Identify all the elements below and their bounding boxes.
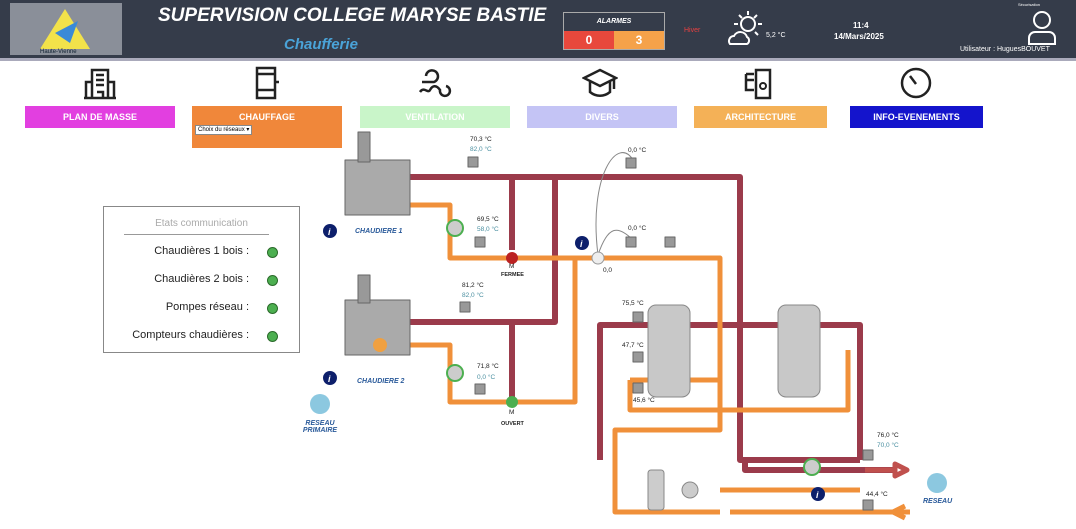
- nav-divers[interactable]: DIVERS: [527, 106, 677, 128]
- server-icon[interactable]: [740, 66, 780, 102]
- hot-pipes: [410, 174, 895, 473]
- valve-2-open: [506, 396, 518, 408]
- svg-text:i: i: [580, 239, 583, 249]
- valve-1-m: M: [509, 263, 515, 270]
- temp-setpoint: 82,0 °C: [470, 146, 492, 153]
- panel-title: Etats communication: [155, 218, 248, 229]
- boiler-1: [344, 131, 411, 216]
- temp-setpoint: 82,0 °C: [462, 292, 484, 299]
- user-role: Sécurisation: [1018, 2, 1041, 7]
- temp-value: 0,0 °C: [628, 147, 647, 154]
- outdoor-temp: 5,2 °C: [766, 32, 786, 39]
- comm-item: Chaudières 2 bois :: [154, 273, 249, 285]
- status-led: [267, 303, 278, 314]
- boiler-2-label[interactable]: CHAUDIERE 2: [357, 378, 405, 385]
- pump-boiler-1: [446, 219, 464, 237]
- user-icon[interactable]: [1026, 10, 1058, 46]
- return-arrow: [730, 503, 910, 521]
- alarm-red-count[interactable]: 0: [564, 31, 614, 49]
- network-icon: [927, 473, 947, 493]
- valve-1-closed: [506, 252, 518, 264]
- nav-architecture[interactable]: ARCHITECTURE: [694, 106, 827, 128]
- nav-plan-de-masse[interactable]: PLAN DE MASSE: [25, 106, 175, 128]
- reseau-primaire-label[interactable]: RESEAU PRIMAIRE: [302, 420, 338, 434]
- valve-2-m: M: [509, 409, 515, 416]
- temp-value: 0,0 °C: [628, 225, 647, 232]
- weather-icon: [728, 11, 762, 45]
- comm-item: Chaudières 1 bois :: [154, 245, 249, 257]
- time: 11:4: [853, 21, 869, 30]
- pump-secondary: [681, 481, 699, 499]
- temperature-sensors: [459, 156, 874, 511]
- outflow-arrow: [865, 461, 910, 479]
- temp-value: 45,6 °C: [633, 397, 655, 404]
- temp-setpoint: 0,0 °C: [477, 374, 496, 381]
- boiler-2: [344, 274, 411, 356]
- reseau-label[interactable]: RESEAU: [923, 498, 953, 505]
- gauge-icon[interactable]: [896, 66, 936, 102]
- valve-2-state: OUVERT: [501, 421, 524, 427]
- svg-text:i: i: [328, 227, 331, 237]
- temp-value: 69,5 °C: [477, 216, 499, 223]
- temp-value: 75,5 °C: [622, 300, 644, 307]
- energy-counter: [591, 251, 605, 265]
- alarms-box[interactable]: ALARMES 0 3: [563, 12, 665, 50]
- info-icons: [323, 224, 825, 501]
- svg-text:i: i: [816, 490, 819, 500]
- buffer-tank-1: [647, 304, 691, 398]
- temp-value: 81,2 °C: [462, 282, 484, 289]
- temp-value: 70,3 °C: [470, 136, 492, 143]
- pump-boiler-2: [446, 364, 464, 382]
- communication-status-panel: Etats communication Chaudières 1 bois : …: [103, 206, 300, 353]
- wind-icon[interactable]: [414, 66, 454, 102]
- temp-value: 47,7 °C: [622, 342, 644, 349]
- pump-network: [803, 458, 821, 476]
- alarms-label: ALARMES: [596, 18, 632, 25]
- status-led: [267, 331, 278, 342]
- status-led: [267, 247, 278, 258]
- boiler-1-label[interactable]: CHAUDIERE 1: [355, 228, 403, 235]
- nav-info-evenements[interactable]: INFO-EVENEMENTS: [850, 106, 983, 128]
- date: 14/Mars/2025: [834, 32, 884, 41]
- separator: [647, 469, 665, 511]
- building-icon[interactable]: [80, 66, 120, 102]
- user-name: Utilisateur : HuguesBOUVET: [960, 46, 1050, 53]
- temp-value: 76,0 °C: [877, 432, 899, 439]
- svg-text:Haute-Vienne: Haute-Vienne: [40, 49, 77, 55]
- valve-1-state: FERMEE: [501, 272, 524, 278]
- nav-ventilation[interactable]: VENTILATION: [360, 106, 510, 128]
- temp-value: 44,4 °C: [866, 491, 888, 498]
- network-select-value: Choix du réseaux: [198, 127, 245, 133]
- network-select[interactable]: Choix du réseaux ▾: [195, 125, 253, 135]
- comm-item: Compteurs chaudières :: [132, 329, 249, 341]
- boiler-icon[interactable]: [246, 66, 286, 102]
- status-led: [267, 275, 278, 286]
- nav-chauffage[interactable]: CHAUFFAGE Choix du réseaux ▾: [192, 106, 342, 148]
- temp-setpoint: 58,0 °C: [477, 226, 499, 233]
- buffer-tank-2: [777, 304, 821, 398]
- nav-chauffage-label: CHAUFFAGE: [239, 112, 295, 122]
- temp-value: 71,8 °C: [477, 363, 499, 370]
- page-title: SUPERVISION COLLEGE MARYSE BASTIE: [158, 5, 547, 26]
- graduation-cap-icon[interactable]: [580, 66, 620, 102]
- season: Hiver: [684, 27, 701, 34]
- network-primary-icon: [310, 394, 330, 414]
- alarm-orange-count[interactable]: 3: [614, 31, 664, 49]
- header: Haute-Vienne SUPERVISION COLLEGE MARYSE …: [0, 0, 1076, 61]
- comm-item: Pompes réseau :: [165, 301, 249, 313]
- logo: Haute-Vienne: [10, 3, 122, 55]
- page-subtitle: Chaufferie: [284, 36, 358, 53]
- counter-value: 0,0: [603, 267, 613, 274]
- svg-text:i: i: [328, 374, 331, 384]
- temp-setpoint: 70,0 °C: [877, 442, 899, 449]
- warm-pipes: [410, 202, 860, 515]
